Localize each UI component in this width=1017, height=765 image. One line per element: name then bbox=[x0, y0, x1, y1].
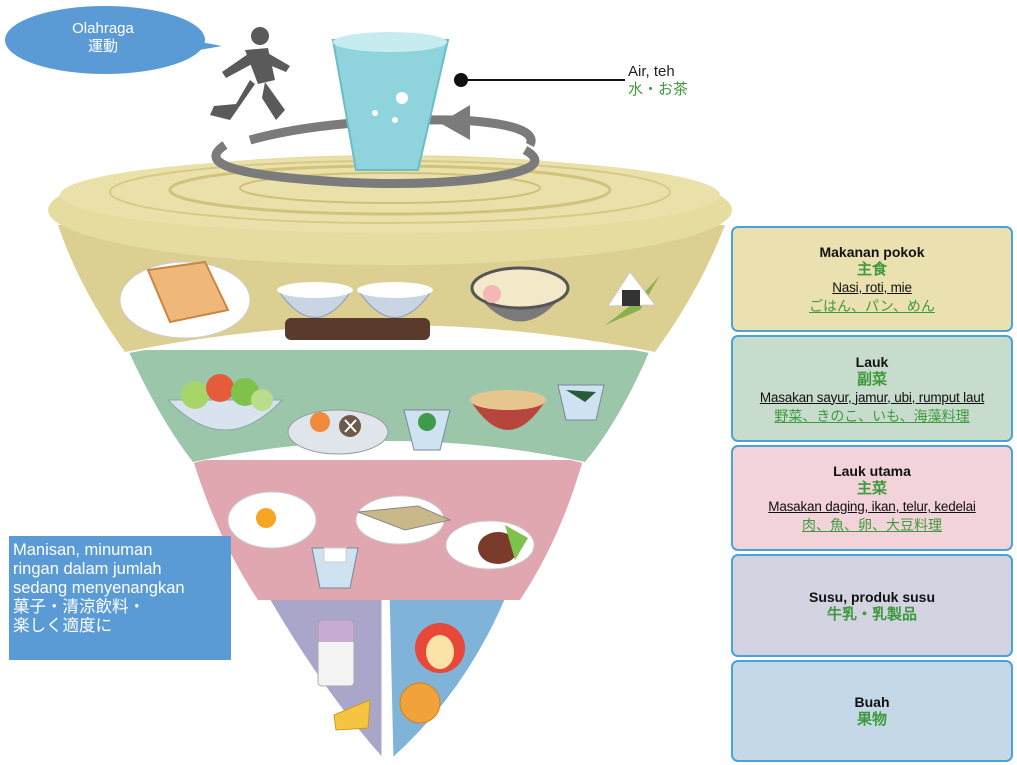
main-dish-examples-jp: 肉、魚、卵、大豆料理 bbox=[802, 517, 942, 533]
side-dish-title: Lauk bbox=[855, 353, 889, 370]
main-dish-panel: Lauk utama 主菜 Masakan daging, ikan, telu… bbox=[731, 445, 1013, 551]
dairy-title: Susu, produk susu bbox=[808, 588, 935, 605]
water-label-jp: 水・お茶 bbox=[628, 81, 689, 98]
staple-examples-jp: ごはん、パン、めん bbox=[809, 298, 935, 314]
milk-glass-icon bbox=[317, 619, 355, 687]
sweets-line: Manisan, minuman bbox=[13, 541, 153, 559]
exercise-bubble bbox=[5, 6, 222, 74]
sweets-line-jp: 菓子・清涼飲料・ bbox=[13, 598, 145, 616]
fruit-panel: Buah 果物 bbox=[731, 660, 1013, 762]
fruit-title-jp: 果物 bbox=[856, 711, 887, 728]
dairy-panel: Susu, produk susu 牛乳・乳製品 bbox=[731, 554, 1013, 657]
sweets-line: ringan dalam jumlah bbox=[13, 560, 162, 578]
side-dish-panel: Lauk 副菜 Masakan sayur, jamur, ubi, rumpu… bbox=[731, 335, 1013, 442]
staple-examples: Nasi, roti, mie bbox=[832, 280, 912, 295]
small-side-dish-icon bbox=[403, 409, 451, 451]
grilled-fish-icon bbox=[355, 495, 452, 545]
dairy-title-jp: 牛乳・乳製品 bbox=[826, 605, 917, 623]
salad-bowl-icon bbox=[166, 374, 284, 431]
main-dish-title-jp: 主菜 bbox=[856, 480, 887, 497]
sweets-note: Manisan, minuman ringan dalam jumlah sed… bbox=[9, 536, 231, 660]
sweets-line-jp: 楽しく適度に bbox=[13, 617, 112, 635]
tofu-dish-icon bbox=[311, 547, 359, 589]
main-dish-examples: Masakan daging, ikan, telur, kedelai bbox=[768, 499, 976, 514]
seaweed-dish-icon bbox=[557, 384, 605, 421]
water-label: Air, teh 水・お茶 bbox=[628, 63, 688, 99]
fried-egg-icon bbox=[227, 491, 317, 549]
rice-ball-icon bbox=[605, 271, 660, 325]
staple-title-jp: 主食 bbox=[856, 261, 887, 278]
top-disk bbox=[48, 155, 732, 265]
main-dish-title: Lauk utama bbox=[833, 463, 911, 479]
fruit-title: Buah bbox=[854, 694, 890, 710]
staple-title: Makanan pokok bbox=[819, 244, 925, 260]
water-glass-icon bbox=[331, 32, 450, 171]
rotation-arrow bbox=[211, 105, 540, 189]
runner-icon bbox=[210, 27, 290, 120]
miso-soup-icon bbox=[470, 390, 546, 430]
side-dish-title-jp: 副菜 bbox=[856, 370, 887, 388]
bread-icon bbox=[119, 260, 251, 339]
stew-bowl-icon bbox=[287, 409, 389, 455]
meat-dish-icon bbox=[445, 520, 535, 570]
rice-bowls-icon bbox=[277, 282, 433, 340]
apple-icon bbox=[415, 623, 465, 673]
noodle-bowl-icon bbox=[470, 266, 570, 322]
cheese-icon bbox=[333, 699, 371, 731]
side-dish-examples: Masakan sayur, jamur, ubi, rumput laut bbox=[759, 389, 985, 405]
exercise-label-id: Olahraga bbox=[72, 20, 134, 37]
staple-food-panel: Makanan pokok 主食 Nasi, roti, mie ごはん、パン、… bbox=[731, 226, 1013, 332]
water-label-id: Air, teh bbox=[628, 63, 675, 80]
orange-icon bbox=[399, 682, 441, 724]
sweets-line: sedang menyenangkan bbox=[13, 579, 185, 597]
exercise-label: Olahraga 運動 bbox=[28, 20, 178, 56]
water-pointer bbox=[454, 73, 625, 87]
side-dish-examples-jp: 野菜、きのこ、いも、海藻料理 bbox=[774, 407, 970, 424]
exercise-label-jp: 運動 bbox=[87, 38, 118, 55]
fruit-layer bbox=[386, 588, 513, 764]
